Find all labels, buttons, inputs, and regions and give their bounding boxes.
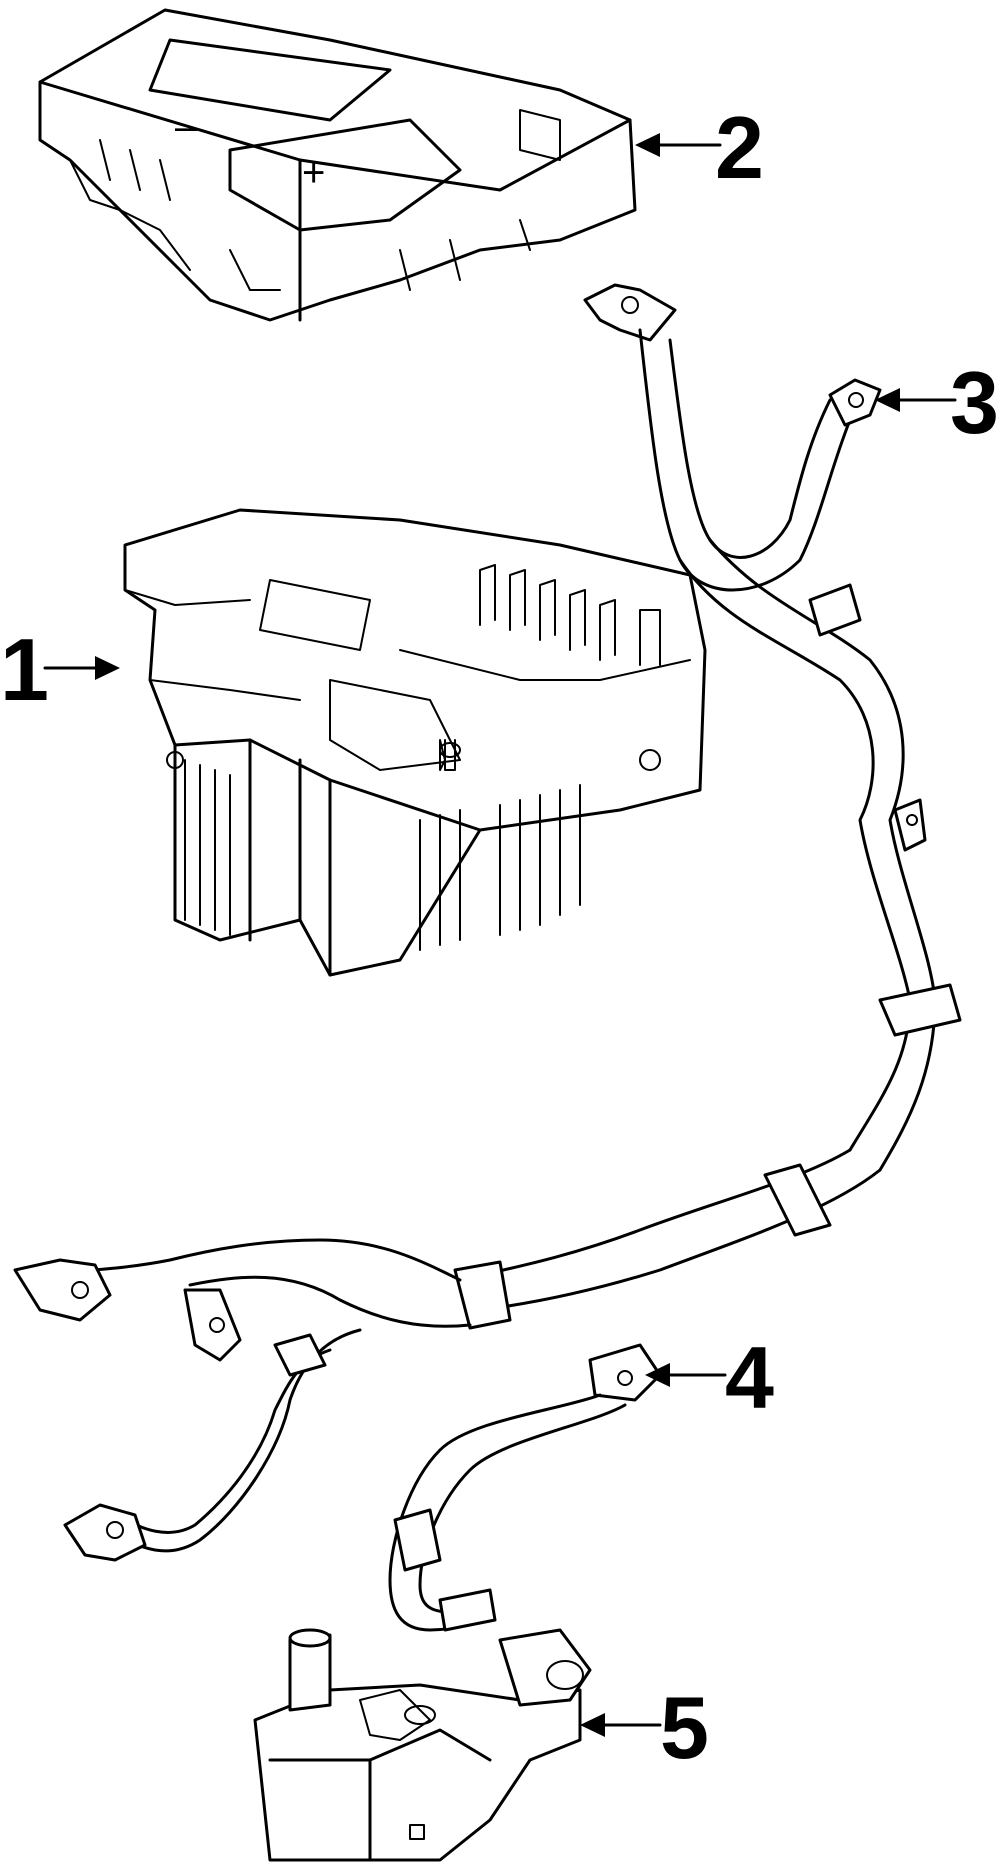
callout-3: 3 (875, 353, 999, 452)
cover-positive-symbol: + (302, 151, 325, 195)
callout-1-label: 1 (0, 620, 49, 719)
callout-5-label: 5 (660, 1678, 709, 1777)
callout-2: 2 (635, 98, 764, 197)
callout-1: 1 (0, 620, 120, 719)
cover-negative-symbol: – (175, 105, 198, 149)
callout-2-label: 2 (715, 98, 764, 197)
part-1-junction-block (123, 508, 707, 977)
callout-4-label: 4 (725, 1328, 774, 1427)
part-4-short-cable (388, 1343, 662, 1632)
part-5-terminal (253, 1628, 592, 1862)
part-2-cover: – + (38, 8, 637, 322)
callout-3-label: 3 (950, 353, 999, 452)
callout-5: 5 (580, 1678, 709, 1777)
part-3-cable-harness (13, 283, 962, 1562)
callout-4: 4 (645, 1328, 774, 1427)
